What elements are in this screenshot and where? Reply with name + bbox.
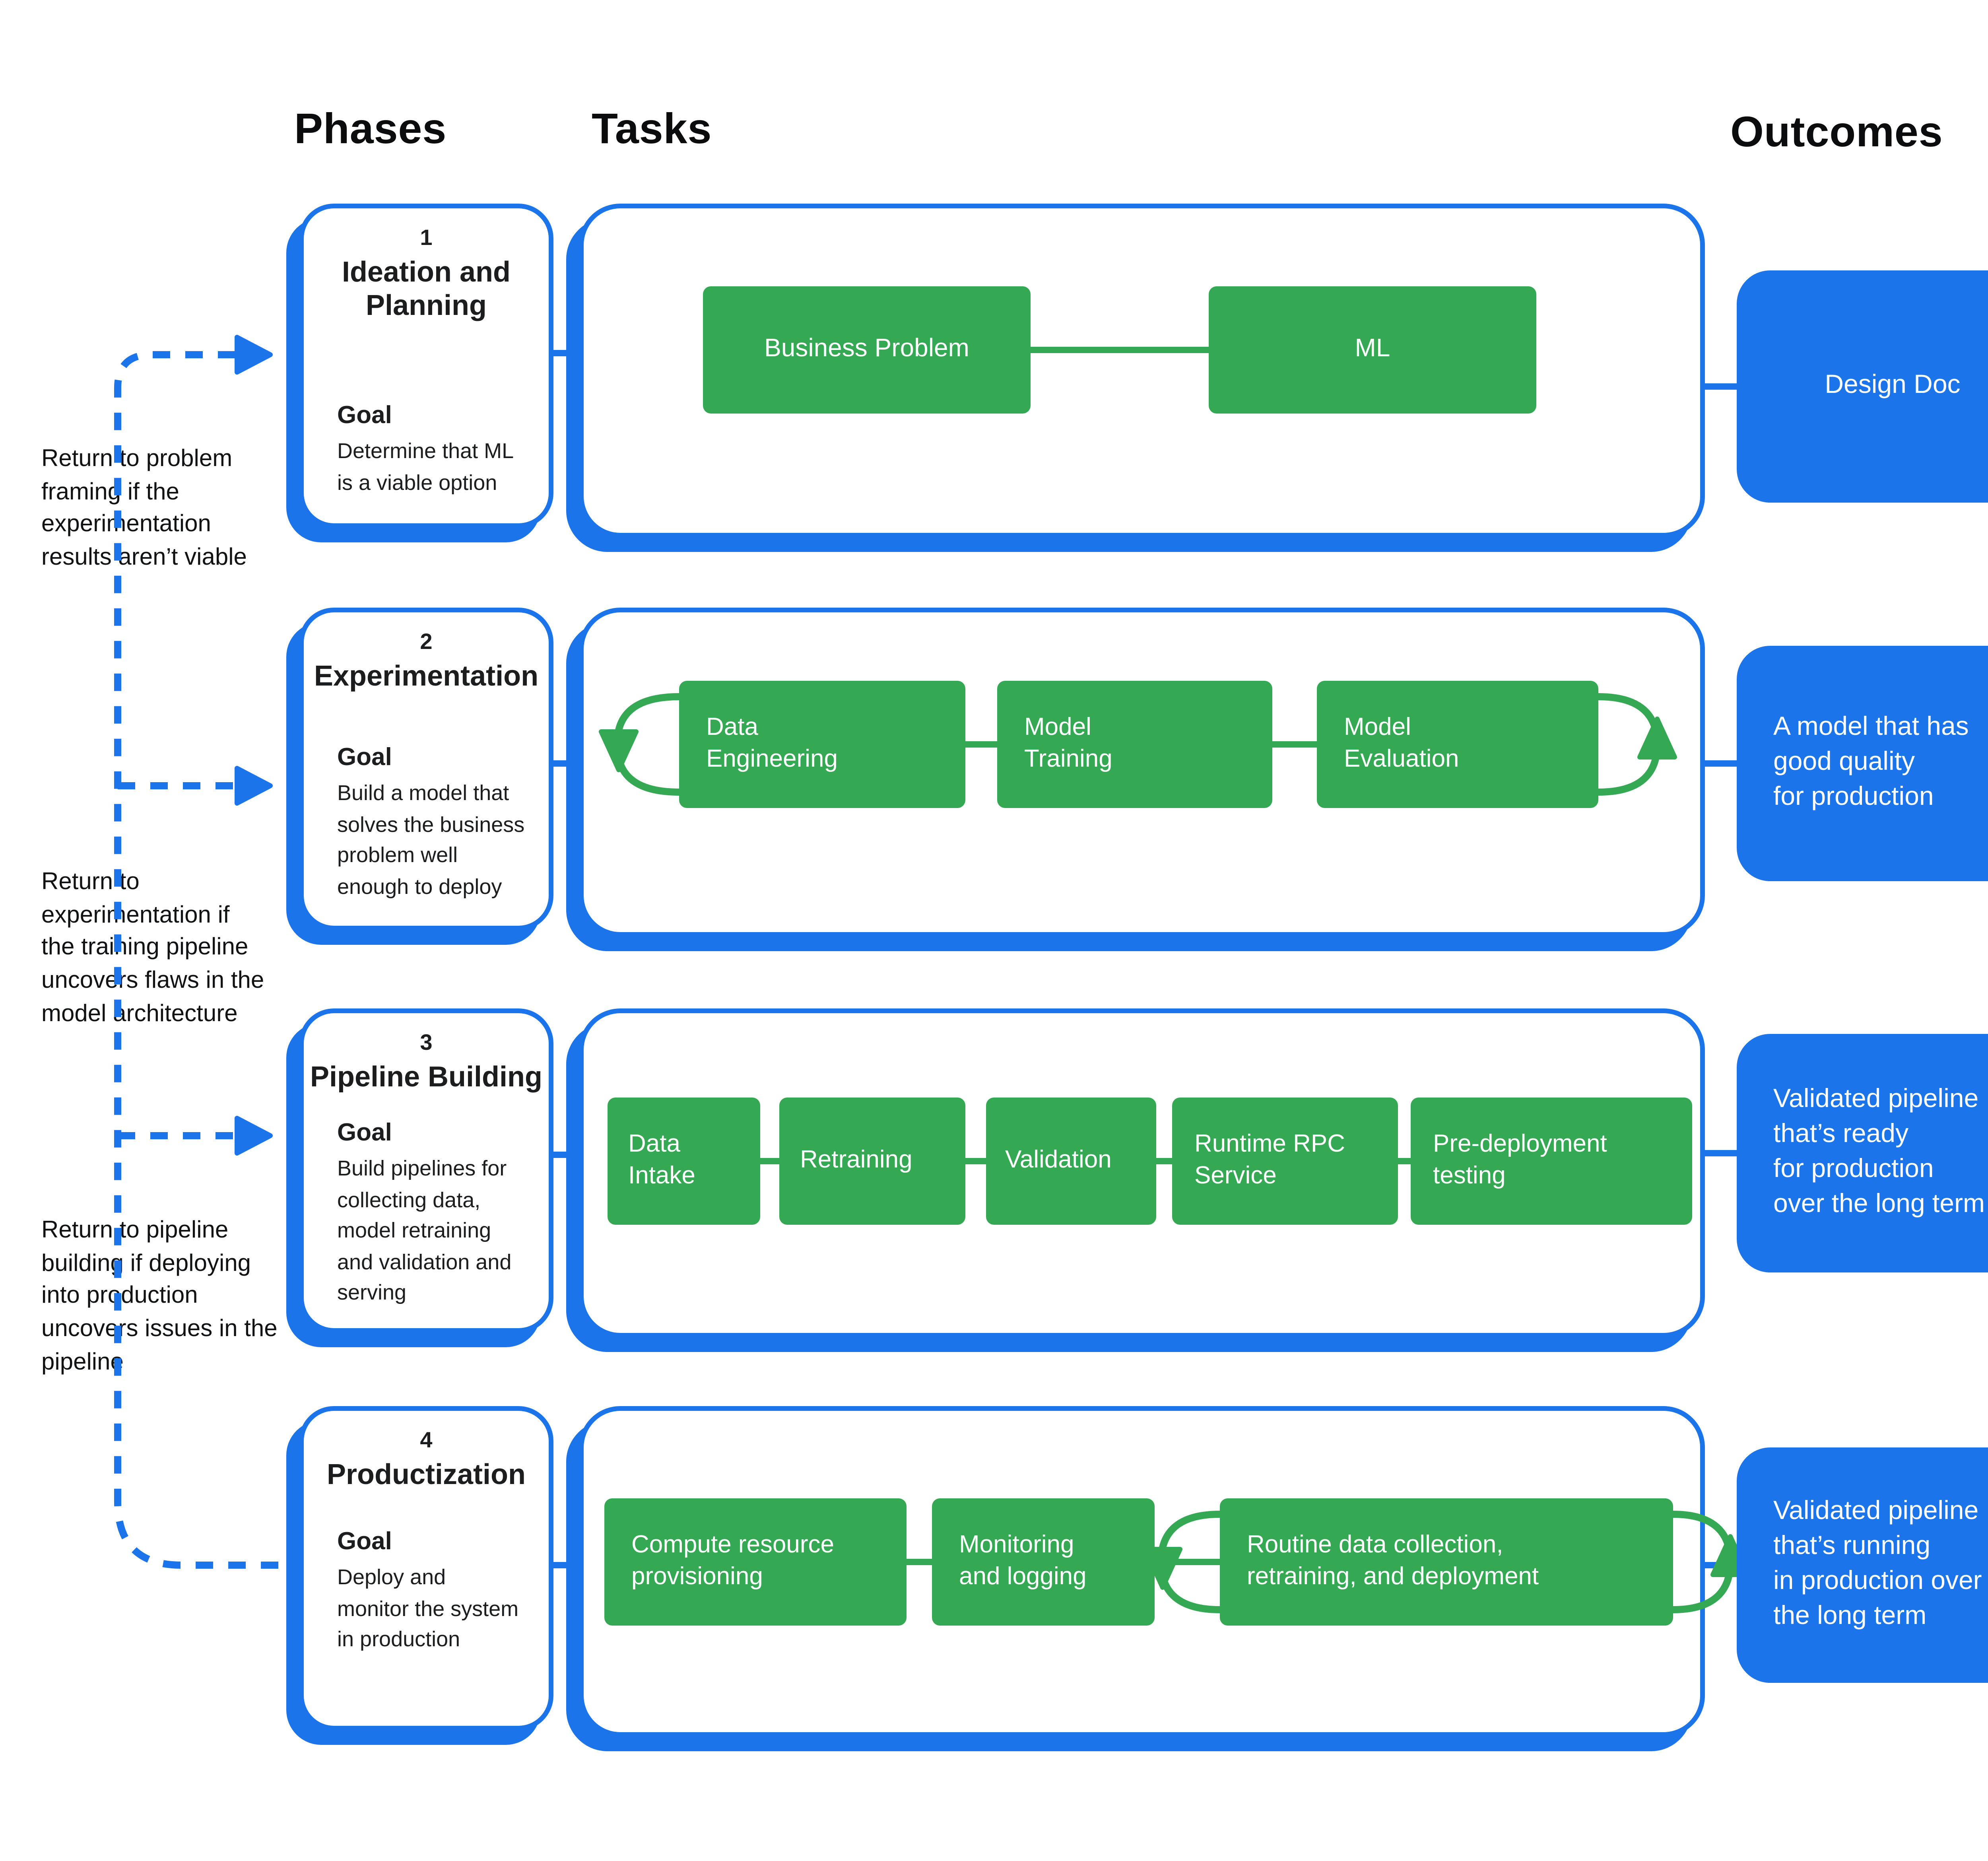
- phases-column-header: Phases: [294, 105, 447, 153]
- tasks-column-header: Tasks: [592, 105, 712, 153]
- outcome-design-doc: Design Doc: [1737, 270, 1988, 503]
- goal-text: Build pipelines for collecting data, mod…: [337, 1156, 512, 1305]
- task-monitoring-and-logging: Monitoring and logging: [932, 1498, 1155, 1626]
- task-routine-collection-retraining-deployment: Routine data collection, retraining, and…: [1220, 1498, 1673, 1626]
- phase-number: 2: [420, 628, 433, 654]
- task-pre-deployment-testing: Pre-deployment testing: [1411, 1098, 1692, 1225]
- note-return-to-pipeline-building: Return to pipeline building if deploying…: [41, 1217, 278, 1375]
- experimentation-loop-arrowheads: [599, 717, 1677, 772]
- task-data-intake: Data Intake: [608, 1098, 760, 1225]
- goal-label: Goal: [337, 403, 392, 430]
- phase-card-productization: 4 Productization Goal Deploy and monitor…: [299, 1406, 553, 1731]
- goal-text: Determine that ML is a viable option: [337, 439, 514, 495]
- goal-text: Deploy and monitor the system in product…: [337, 1565, 519, 1652]
- task-compute-resource-provisioning: Compute resource provisioning: [604, 1498, 907, 1626]
- outcome-pipeline-ready: Validated pipeline that’s ready for prod…: [1737, 1034, 1988, 1272]
- task-runtime-rpc-service: Runtime RPC Service: [1172, 1098, 1398, 1225]
- task-business-problem: Business Problem: [703, 286, 1031, 414]
- tasks-to-outcome-connectors: [1702, 383, 1740, 1568]
- phase-to-tasks-connectors: [550, 350, 582, 1568]
- task-model-evaluation: Model Evaluation: [1317, 681, 1598, 808]
- phase-title: Productization: [327, 1459, 526, 1490]
- phase-number: 4: [420, 1427, 433, 1452]
- phase-card-experimentation: 2 Experimentation Goal Build a model tha…: [299, 608, 553, 930]
- outcomes-column-header: Outcomes: [1730, 108, 1943, 156]
- return-arrowheads-left: [235, 335, 273, 1156]
- phase-title: Pipeline Building: [310, 1061, 542, 1093]
- goal-label: Goal: [337, 744, 392, 772]
- task-data-engineering: Data Engineering: [679, 681, 965, 808]
- goal-text: Build a model that solves the business p…: [337, 781, 525, 899]
- note-return-to-experimentation-left: Return to experimentation if the trainin…: [41, 868, 264, 1027]
- goal-label: Goal: [337, 1529, 392, 1556]
- task-model-training: Model Training: [997, 681, 1272, 808]
- goal-label: Goal: [337, 1120, 392, 1147]
- outcome-pipeline-running: Validated pipeline that’s running in pro…: [1737, 1447, 1988, 1683]
- task-ml: ML: [1209, 286, 1536, 414]
- phase-title: Experimentation: [314, 660, 539, 692]
- note-return-to-problem-framing: Return to problem framing if the experim…: [41, 445, 247, 571]
- task-chain-connectors: [760, 347, 1411, 1565]
- phase-title: Ideation and Planning: [342, 256, 511, 322]
- return-path-left-spine: [114, 351, 299, 1569]
- task-retraining: Retraining: [779, 1098, 965, 1225]
- task-validation: Validation: [986, 1098, 1156, 1225]
- phase-number: 3: [420, 1029, 433, 1055]
- phase-card-ideation-planning: 1 Ideation and Planning Goal Determine t…: [299, 204, 553, 528]
- phase-number: 1: [420, 224, 433, 250]
- phase-card-pipeline-building: 3 Pipeline Building Goal Build pipelines…: [299, 1008, 553, 1333]
- outcome-model-good-quality: A model that has good quality for produc…: [1737, 646, 1988, 881]
